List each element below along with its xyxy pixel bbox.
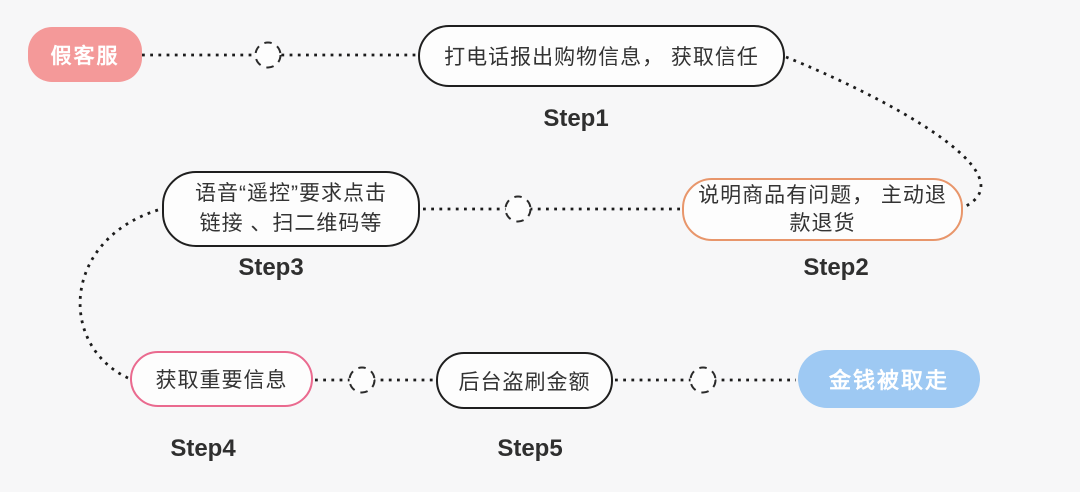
- step1-node: 打电话报出购物信息， 获取信任: [418, 25, 785, 87]
- step5-node: 后台盗刷金额: [436, 352, 613, 409]
- step3-label: Step3: [238, 254, 304, 281]
- step4-node: 获取重要信息: [130, 351, 313, 407]
- step2-text-line2: 款退货: [789, 211, 856, 235]
- junction-circle-2: [504, 195, 532, 223]
- step1-text-line1: 打电话报出购物信息， 获取信任: [444, 46, 759, 69]
- junction-circle-3: [348, 366, 376, 394]
- step5-label: Step5: [497, 435, 563, 462]
- step5-text-line1: 后台盗刷金额: [458, 370, 591, 394]
- connector-step1-to-step2-curve: [785, 55, 983, 210]
- step2-node: 说明商品有问题， 主动退 款退货: [682, 178, 963, 241]
- source-node-label: 假客服: [50, 44, 120, 68]
- connector-step3-to-step4-curve: [78, 208, 159, 380]
- step2-text-line1: 说明商品有问题， 主动退: [698, 183, 947, 207]
- step3-text-line1: 语音“遥控”要求点击: [195, 182, 387, 205]
- step3-text-line2: 链接 、扫二维码等: [199, 212, 383, 235]
- source-node-fake-customer-service: 假客服: [28, 27, 142, 82]
- step1-label: Step1: [543, 105, 609, 132]
- step4-label: Step4: [170, 435, 236, 462]
- sink-node-label: 金钱被取走: [828, 368, 949, 393]
- step4-text-line1: 获取重要信息: [155, 369, 288, 392]
- step2-label: Step2: [803, 254, 869, 281]
- junction-circle-1: [254, 41, 282, 69]
- junction-circle-4: [689, 366, 717, 394]
- step3-node: 语音“遥控”要求点击 链接 、扫二维码等: [162, 171, 420, 247]
- sink-node-money-taken: 金钱被取走: [798, 350, 980, 408]
